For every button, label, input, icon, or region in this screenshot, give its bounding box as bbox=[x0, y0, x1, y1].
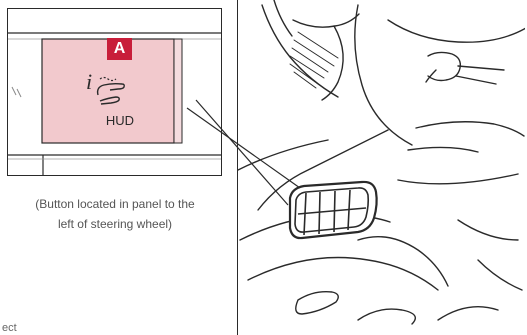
lower-dash-2 bbox=[247, 256, 439, 291]
hud-button-label: HUD bbox=[105, 113, 135, 128]
dashboard-illustration bbox=[237, 0, 525, 335]
callout-label-a: A bbox=[107, 38, 132, 60]
cut-off-text: ect bbox=[2, 322, 17, 334]
lower-knob bbox=[357, 308, 416, 325]
location-caption: (Button located in panel to the left of … bbox=[0, 194, 230, 234]
button-cluster bbox=[288, 180, 378, 240]
edge-mark-1 bbox=[11, 86, 17, 96]
caption-line-1: (Button located in panel to the bbox=[35, 197, 195, 211]
console-edge bbox=[354, 4, 413, 146]
vent-rim bbox=[292, 13, 360, 28]
right-lower-curve bbox=[457, 219, 519, 241]
edge-mark-2 bbox=[16, 88, 22, 98]
inset-drawing: i bbox=[8, 32, 221, 175]
panel-lines bbox=[397, 146, 519, 185]
vent-outline-outer bbox=[261, 4, 339, 98]
floor-curve bbox=[437, 305, 499, 321]
vent-slats bbox=[289, 31, 339, 89]
caption-line-2: left of steering wheel) bbox=[57, 217, 173, 231]
vent-side bbox=[321, 25, 344, 101]
lower-dash-3 bbox=[357, 235, 449, 287]
vent-outline-top bbox=[273, 0, 293, 37]
stalk-knob bbox=[427, 51, 462, 82]
right-lower-curve-2 bbox=[477, 259, 523, 291]
stalk-arm bbox=[425, 65, 505, 85]
left-dash-line bbox=[238, 139, 329, 171]
lower-vent bbox=[295, 290, 339, 315]
dashboard-drawing bbox=[238, 0, 525, 325]
wheel-shroud bbox=[387, 19, 525, 43]
svg-text:i: i bbox=[86, 69, 92, 94]
inset-detail-view: i A HUD bbox=[7, 8, 222, 176]
info-hand-icon: i bbox=[86, 69, 125, 105]
hud-button-panel-side bbox=[173, 38, 183, 144]
console-curve bbox=[415, 121, 525, 137]
